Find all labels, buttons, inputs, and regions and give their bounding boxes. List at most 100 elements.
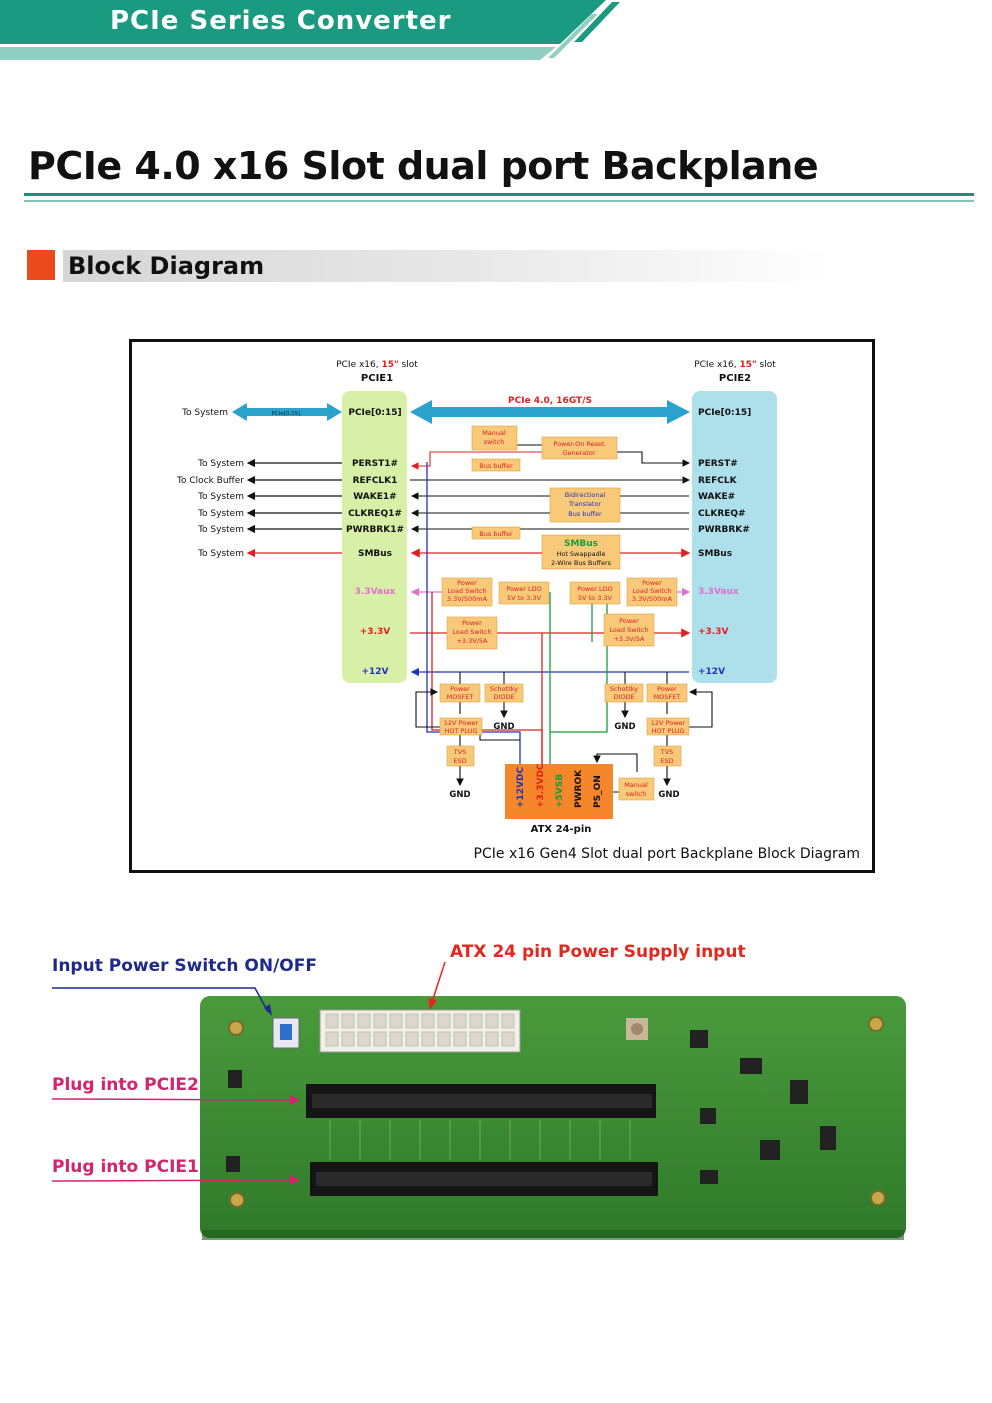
atx-pin [357, 1013, 371, 1029]
svg-text:3.3V/500mA: 3.3V/500mA [447, 595, 488, 603]
atx-pin [357, 1031, 371, 1047]
pcie2-slot [692, 391, 777, 683]
pcie1-slot [342, 391, 407, 683]
atx-pin [325, 1013, 339, 1029]
svg-text:Power: Power [642, 579, 662, 587]
svg-text:Manual: Manual [624, 781, 648, 789]
svg-text:To System: To System [197, 492, 244, 502]
svg-text:switch: switch [626, 790, 647, 798]
callout-atx-input: ATX 24 pin Power Supply input [450, 942, 746, 962]
atx-pin [389, 1013, 403, 1029]
svg-text:Manual: Manual [482, 429, 506, 437]
svg-text:3.3V/500mA: 3.3V/500mA [632, 595, 673, 603]
svg-text:Power: Power [462, 619, 482, 627]
svg-text:To System: To System [197, 459, 244, 469]
svg-text:12V Power: 12V Power [651, 719, 686, 727]
atx-pin [421, 1013, 435, 1029]
atx-pin [437, 1013, 451, 1029]
page-title: PCIe 4.0 x16 Slot dual port Backplane [28, 144, 819, 188]
svg-text:5V to 3.3V: 5V to 3.3V [578, 594, 613, 602]
atx-pin [469, 1031, 483, 1047]
svg-text:REFCLK: REFCLK [698, 476, 738, 486]
atx-pin [373, 1031, 387, 1047]
svg-text:PWROK: PWROK [574, 769, 584, 808]
svg-text:Hot Swappadle: Hot Swappadle [556, 550, 605, 558]
svg-text:+12V: +12V [698, 667, 725, 677]
svg-text:SMBus: SMBus [698, 549, 732, 559]
callout-plug-pcie2: Plug into PCIE2 [52, 1075, 199, 1095]
svg-text:ESD: ESD [660, 757, 673, 765]
svg-text:Schottky: Schottky [490, 685, 518, 693]
svg-text:To Clock Buffer: To Clock Buffer [176, 476, 244, 486]
section-bar [63, 250, 833, 282]
svg-text:HOT PLUG: HOT PLUG [444, 727, 477, 735]
atx-pin [405, 1031, 419, 1047]
svg-text:PCIe[0:15]: PCIe[0:15] [348, 408, 401, 418]
svg-text:Load Switch: Load Switch [452, 628, 491, 636]
atx-pin [341, 1031, 355, 1047]
link-label: PCIe 4.0, 16GT/S [508, 396, 592, 406]
svg-text:Translator: Translator [568, 500, 601, 508]
board-photo [51, 961, 906, 1240]
svg-text:SMBus: SMBus [564, 539, 598, 549]
svg-text:Bus buffer: Bus buffer [568, 510, 602, 518]
svg-text:REFCLK1: REFCLK1 [353, 476, 398, 486]
svg-text:WAKE#: WAKE# [698, 492, 735, 502]
svg-text:Power-On Reset: Power-On Reset [553, 440, 605, 448]
callout-plug-pcie1: Plug into PCIE1 [52, 1157, 199, 1177]
atx-pin [341, 1013, 355, 1029]
svg-text:To System: To System [197, 525, 244, 535]
callout-power-switch: Input Power Switch ON/OFF [52, 956, 317, 976]
atx-pin [421, 1031, 435, 1047]
svg-text:Power: Power [457, 579, 477, 587]
svg-text:Bus buffer: Bus buffer [479, 462, 513, 470]
svg-text:DIODE: DIODE [613, 693, 634, 701]
svg-text:Power: Power [657, 685, 677, 693]
atx-pin [501, 1013, 515, 1029]
svg-text:Bus buffer: Bus buffer [479, 530, 513, 538]
svg-text:MOSFET: MOSFET [447, 693, 474, 701]
atx-pin [437, 1031, 451, 1047]
svg-text:+3.3V/5A: +3.3V/5A [613, 635, 645, 643]
brand-title: PCIe Series Converter [110, 6, 452, 36]
svg-text:+3.3V: +3.3V [698, 627, 728, 637]
svg-text:PS_ON: PS_ON [593, 775, 603, 808]
svg-text:CLKREQ1#: CLKREQ1# [348, 509, 402, 519]
atx-pin [501, 1031, 515, 1047]
svg-text:Load Switch: Load Switch [632, 587, 671, 595]
svg-text:+3.3V/5A: +3.3V/5A [456, 637, 488, 645]
pcie2-label: PCIE2 [719, 373, 751, 384]
atx-pin [453, 1031, 467, 1047]
svg-text:DIODE: DIODE [493, 693, 514, 701]
atx-pin [453, 1013, 467, 1029]
svg-text:HOT PLUG: HOT PLUG [651, 727, 684, 735]
svg-text:SMBus: SMBus [358, 549, 392, 559]
svg-text:2-Wire Bus Buffers: 2-Wire Bus Buffers [551, 559, 612, 567]
svg-text:To System: To System [181, 408, 228, 418]
svg-text:Power: Power [450, 685, 470, 693]
svg-text:GND: GND [449, 790, 470, 800]
svg-text:PCIe x16, 15" slot: PCIe x16, 15" slot [694, 360, 776, 370]
svg-text:+3.3VDC: +3.3VDC [536, 763, 546, 808]
svg-text:MOSFET: MOSFET [654, 693, 681, 701]
atx-pin [373, 1013, 387, 1029]
atx-pin [485, 1031, 499, 1047]
svg-text:Power: Power [619, 617, 639, 625]
atx-pin [325, 1031, 339, 1047]
svg-text:PWRBRK#: PWRBRK# [698, 525, 750, 535]
svg-text:+12VDC: +12VDC [516, 766, 526, 808]
title-rule-light [24, 200, 974, 202]
svg-text:Bidirectional: Bidirectional [565, 491, 606, 499]
svg-text:Load Switch: Load Switch [447, 587, 486, 595]
svg-text:GND: GND [658, 790, 679, 800]
title-rule [24, 193, 974, 196]
svg-text:ESD: ESD [453, 757, 466, 765]
svg-text:WAKE1#: WAKE1# [353, 492, 396, 502]
pcie1-label: PCIE1 [361, 373, 393, 384]
section-title: Block Diagram [68, 252, 265, 280]
svg-text:Schottky: Schottky [610, 685, 638, 693]
header-banner [0, 0, 620, 60]
svg-text:5V to 3.3V: 5V to 3.3V [507, 594, 542, 602]
svg-text:CLKREQ#: CLKREQ# [698, 509, 746, 519]
svg-text:+12V: +12V [361, 667, 388, 677]
